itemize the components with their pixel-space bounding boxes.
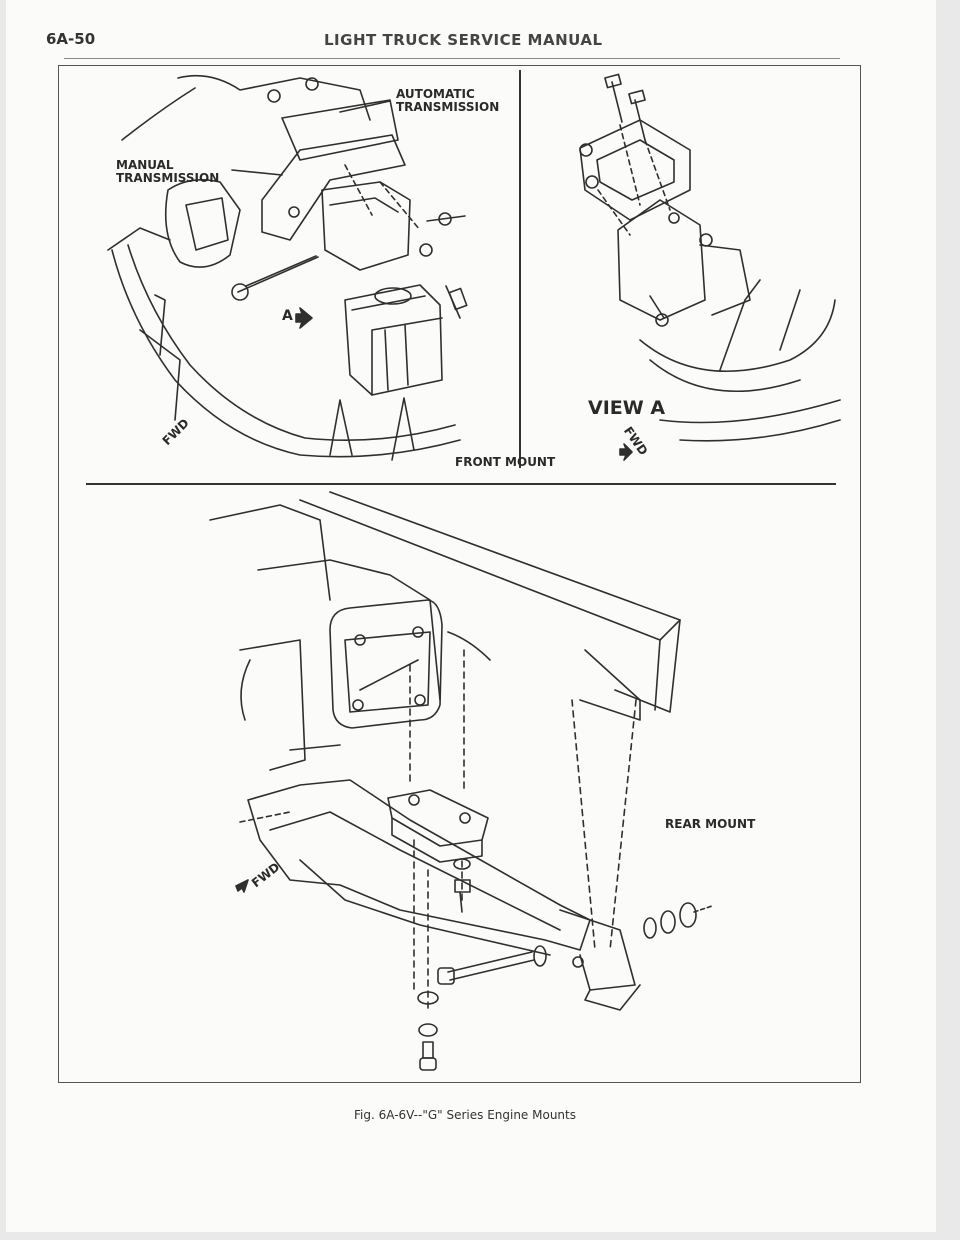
callout-line: TRANSMISSION [116, 171, 220, 186]
rear-mount-drawing [209, 491, 713, 1071]
view-a-marker: A [282, 308, 293, 324]
automatic-transmission-callout: AUTOMATIC TRANSMISSION [396, 87, 500, 115]
figure-frame [58, 65, 861, 1083]
header-rule [64, 58, 840, 59]
front-mount-label: FRONT MOUNT [455, 455, 556, 469]
running-head-title: LIGHT TRUCK SERVICE MANUAL [324, 31, 603, 49]
panel-divider-horizontal [86, 483, 836, 485]
manual-transmission-callout: MANUAL TRANSMISSION [116, 158, 220, 186]
figure-caption: Fig. 6A-6V--"G" Series Engine Mounts [354, 1108, 576, 1122]
view-a-label: VIEW A [588, 397, 666, 419]
rear-mount-label: REAR MOUNT [665, 817, 756, 831]
callout-line: AUTOMATIC [396, 87, 475, 101]
front-mount-drawing [107, 74, 468, 461]
view-a-drawing [579, 73, 841, 461]
callout-line: TRANSMISSION [396, 100, 500, 115]
manual-page: 6A-50 LIGHT TRUCK SERVICE MANUAL [6, 0, 936, 1232]
panel-divider-vertical [519, 70, 521, 468]
page-number: 6A-50 [46, 30, 96, 48]
callout-line: MANUAL [116, 158, 174, 172]
